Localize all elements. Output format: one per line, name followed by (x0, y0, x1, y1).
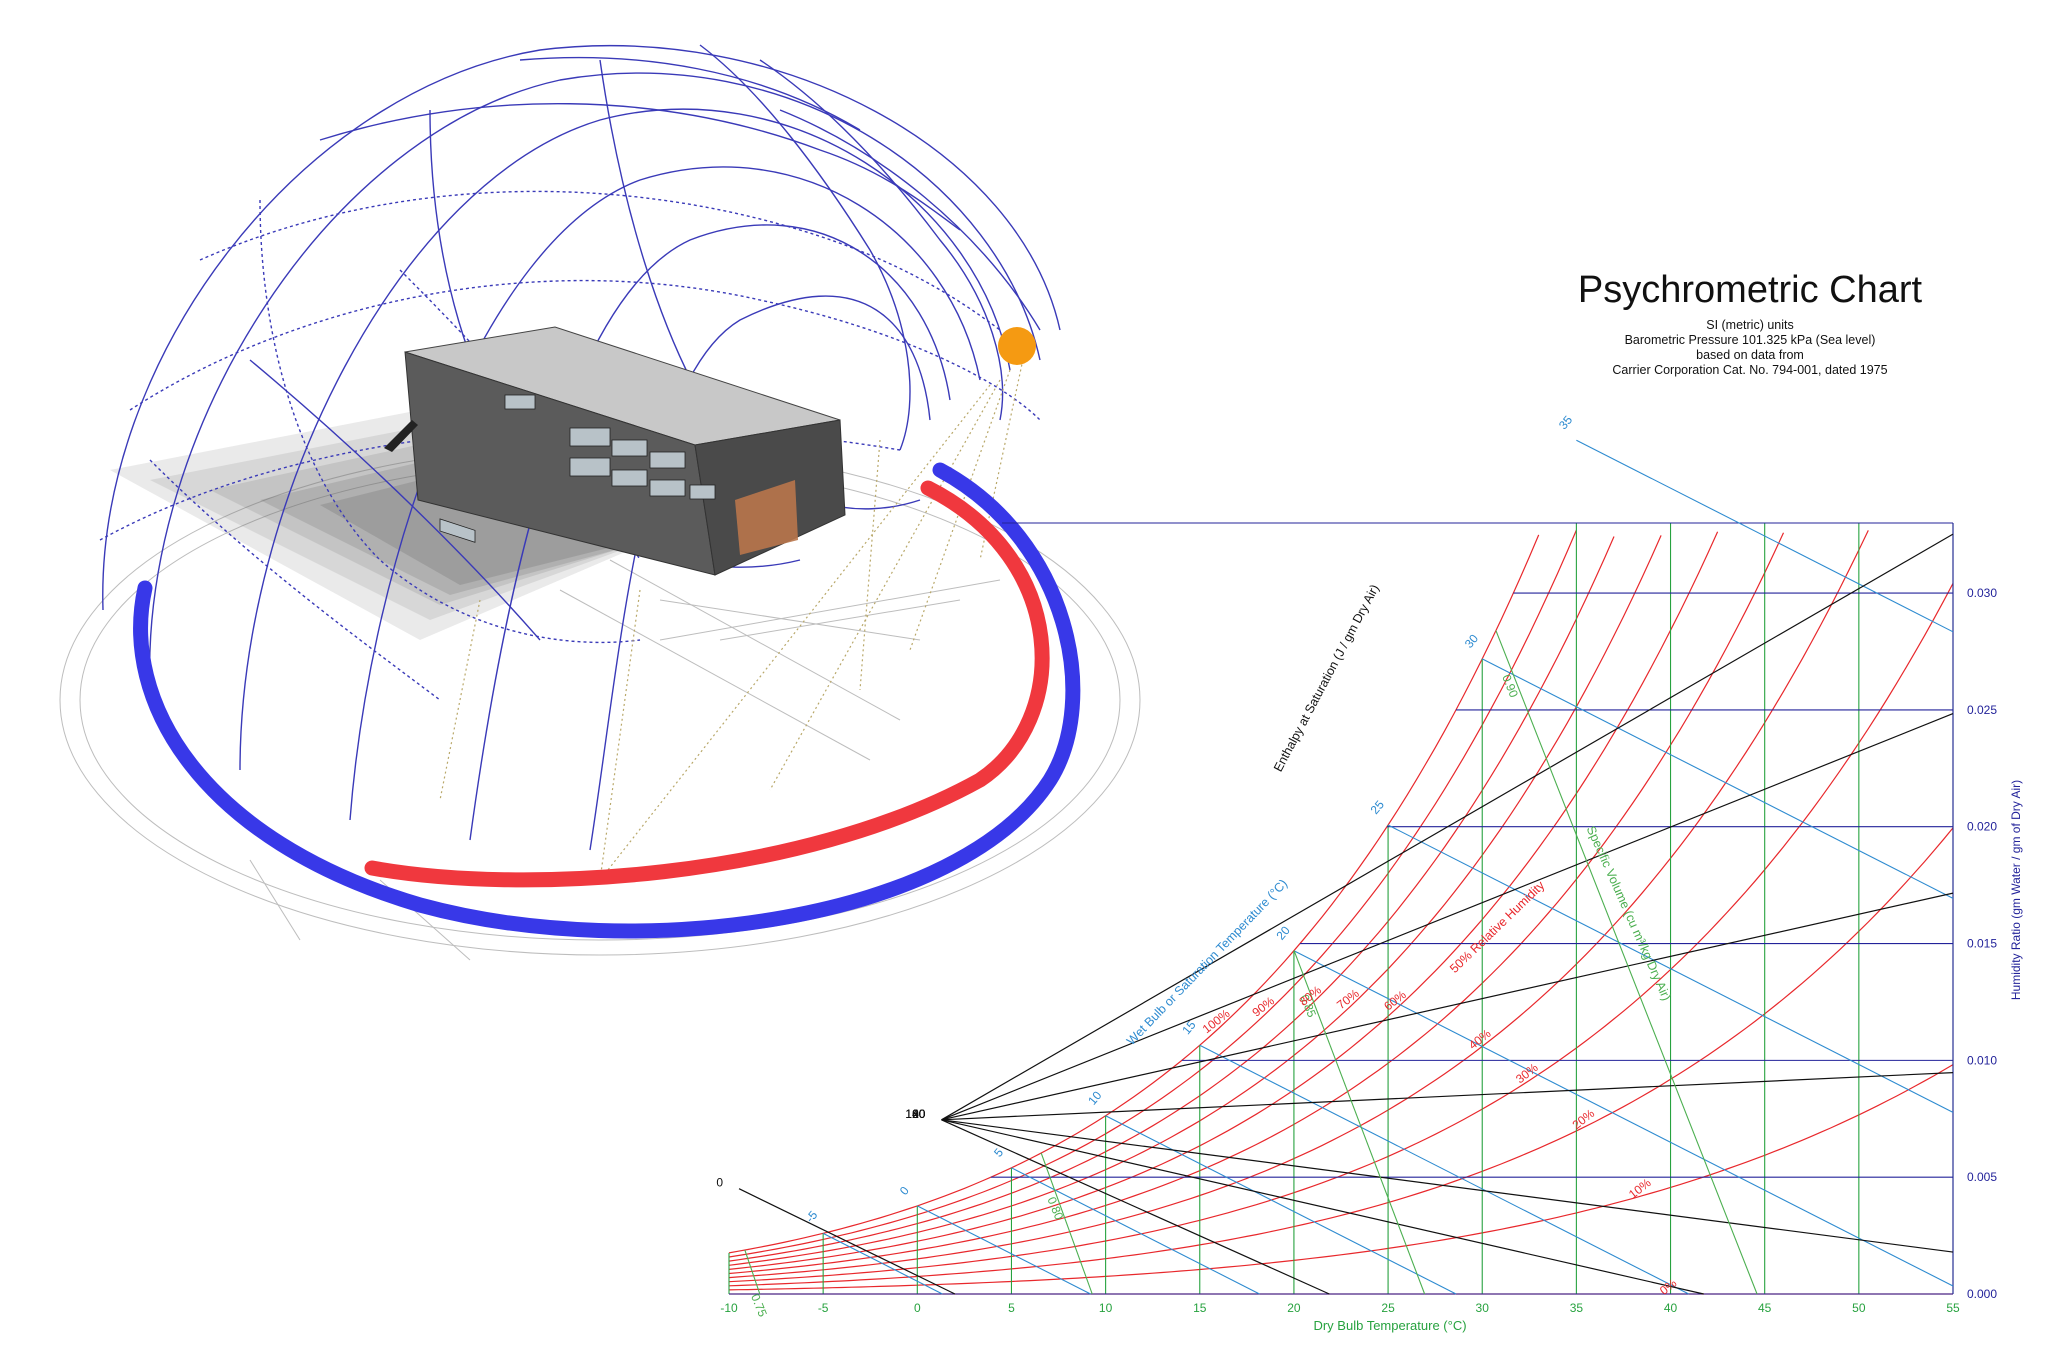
wet-bulb-line (1576, 439, 1954, 633)
building-model (384, 326, 846, 576)
enthalpy-line (941, 1119, 1330, 1295)
y-tick-label: 0.000 (1967, 1287, 1997, 1301)
x-tick-label: -5 (818, 1301, 829, 1315)
rh-curve (728, 530, 1869, 1279)
specific-volume-title: Specific Volume (cu m³/kg Dry Air) (1584, 824, 1674, 1003)
rh-curve (728, 827, 1954, 1287)
wet-bulb-line (1199, 1044, 1690, 1295)
chart-title: Psychrometric Chart (1577, 269, 1923, 311)
enthalpy-label: 120 (905, 1107, 925, 1121)
rh-curve (728, 534, 1540, 1254)
rh-curve (728, 535, 1662, 1266)
x-tick-label: 25 (1381, 1301, 1395, 1315)
enthalpy-label: 0 (716, 1176, 723, 1190)
wet-bulb-line (1293, 950, 1954, 1287)
enthalpy-axis-title: Enthalpy at Saturation (J / gm Dry Air) (1271, 582, 1382, 774)
enthalpy-line (941, 1119, 1954, 1253)
rh-curve (728, 531, 1719, 1270)
enthalpy-line (941, 1071, 1954, 1121)
rh-curve (728, 532, 1785, 1275)
enthalpy-line (941, 533, 1954, 1121)
specific-volume-line (1293, 950, 1426, 1295)
x-tick-label: 10 (1099, 1301, 1113, 1315)
x-tick-label: 20 (1287, 1301, 1301, 1315)
x-tick-label: 45 (1758, 1301, 1772, 1315)
humidity-ratio-lines: 0.000 0.005 0.010 0.015 0.020 0.025 0.030 (729, 522, 1997, 1301)
subtitle-line: Carrier Corporation Cat. No. 794-001, da… (1612, 363, 1888, 377)
wet-bulb-line (1387, 824, 1954, 1113)
specific-volume-lines: 0.750.800.850.900.95 (744, 630, 1758, 1319)
y-axis-title: Humidity Ratio (gm Water / gm of Dry Air… (2009, 780, 2023, 1000)
x-tick-label: 5 (1008, 1301, 1015, 1315)
x-tick-label: 30 (1476, 1301, 1490, 1315)
y-tick-label: 0.015 (1967, 937, 1997, 951)
wet-bulb-label: 30 (1462, 631, 1482, 650)
chart-title-block: Psychrometric Chart SI (metric) units Ba… (1490, 268, 2010, 378)
rh-curve (728, 1064, 1954, 1291)
x-tick-label: 40 (1664, 1301, 1678, 1315)
sun-path-red-arc (364, 480, 1050, 888)
y-tick-label: 0.005 (1967, 1170, 1997, 1184)
y-tick-label: 0.025 (1967, 703, 1997, 717)
enthalpy-label: 100 (905, 1107, 925, 1121)
x-tick-label: 15 (1193, 1301, 1207, 1315)
enthalpy-label: 80 (912, 1107, 926, 1121)
x-axis-title: Dry Bulb Temperature (°C) (1313, 1318, 1466, 1333)
enthalpy-line (941, 892, 1954, 1121)
rh-curve (728, 583, 1954, 1283)
x-tick-label: 35 (1570, 1301, 1584, 1315)
sun-path-blue-arc (133, 462, 1081, 939)
sun-icon (998, 327, 1036, 365)
enthalpy-label: 40 (912, 1107, 926, 1121)
sun-verticals (439, 349, 1026, 881)
x-tick-label: 50 (1852, 1301, 1866, 1315)
wet-bulb-label: 0 (897, 1183, 912, 1197)
x-tick-label: -10 (720, 1301, 738, 1315)
wet-bulb-line (1481, 658, 1954, 899)
rh-label: 100% (1200, 1006, 1233, 1036)
dry-bulb-lines: -10 -5 0 5 10 15 20 25 30 35 40 45 50 55 (720, 523, 1960, 1315)
specific-volume-line (744, 1249, 761, 1295)
enthalpy-label: 20 (912, 1107, 926, 1121)
enthalpy-line (738, 1188, 956, 1295)
wet-bulb-line (917, 1205, 1091, 1295)
enthalpy-line (941, 713, 1954, 1121)
rh-curve (728, 529, 1577, 1258)
wet-bulb-label: 10 (1085, 1088, 1105, 1107)
specific-volume-label: 0.75 (748, 1292, 770, 1319)
rh-curve (728, 536, 1615, 1262)
rh-title: 50% Relative Humidity (1447, 878, 1548, 976)
y-tick-label: 0.020 (1967, 820, 1997, 834)
wet-bulb-line (1011, 1167, 1260, 1295)
subtitle-line: SI (metric) units (1706, 318, 1794, 332)
y-tick-label: 0.010 (1967, 1053, 1997, 1067)
wet-bulb-label: 35 (1556, 413, 1576, 432)
y-tick-label: 0.030 (1967, 586, 1997, 600)
subtitle-line: based on data from (1696, 348, 1804, 362)
chart-labels: 100%90%80%70%60%40%30%20%10%0% (1200, 983, 1680, 1298)
x-tick-label: 0 (914, 1301, 921, 1315)
wet-bulb-label: 25 (1368, 797, 1388, 816)
x-tick-label: 55 (1946, 1301, 1960, 1315)
rh-label: 20% (1570, 1106, 1598, 1132)
specific-volume-line (1495, 630, 1758, 1295)
subtitle-line: Barometric Pressure 101.325 kPa (Sea lev… (1624, 333, 1876, 347)
specific-volume-line (1040, 1152, 1093, 1295)
enthalpy-label: 60 (912, 1107, 926, 1121)
enthalpy-label: 140 (905, 1107, 925, 1121)
enthalpy-line (941, 1119, 1704, 1295)
wet-bulb-line (1105, 1115, 1457, 1295)
rh-label: 10% (1626, 1175, 1654, 1201)
relative-humidity-curves (728, 529, 1954, 1295)
wet-bulb-line (822, 1232, 943, 1295)
wet-bulb-label: -5 (803, 1208, 821, 1225)
